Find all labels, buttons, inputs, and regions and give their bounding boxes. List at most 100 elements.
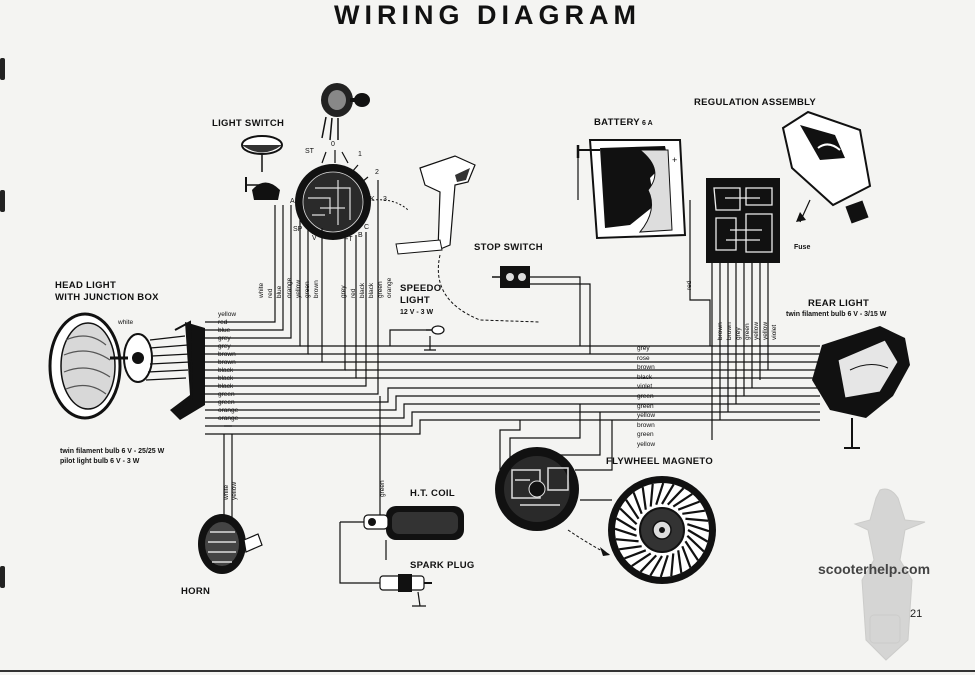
switch-wire-label: orange bbox=[285, 277, 293, 298]
switch-wire-label: green bbox=[304, 281, 311, 298]
terminal-label: K bbox=[370, 196, 375, 203]
horn-wire-label: white bbox=[223, 484, 230, 500]
rear-wire-label: green bbox=[637, 393, 654, 400]
switch-wire-label: black bbox=[358, 282, 366, 298]
fuse-label: Fuse bbox=[794, 244, 811, 251]
terminal-label: C bbox=[364, 224, 370, 231]
head-light-icon bbox=[48, 312, 153, 420]
switch-disc-icon bbox=[295, 150, 409, 240]
switch-wire-label: black bbox=[368, 282, 375, 298]
ht-coil-icon bbox=[340, 506, 464, 560]
head-wire-label: black bbox=[218, 375, 234, 382]
speedo-light-label-line1: SPEEDO bbox=[400, 283, 442, 294]
switch-wire-label: brown bbox=[313, 280, 321, 298]
regulator-wire-label: yellow bbox=[753, 321, 760, 340]
terminal-label: 2 bbox=[375, 169, 379, 176]
coil-wire-label: green bbox=[379, 480, 386, 497]
light-switch-label: LIGHT SWITCH bbox=[212, 118, 285, 129]
flywheel-magneto-label: FLYWHEEL MAGNETO bbox=[606, 456, 714, 467]
battery-spec: 6 A bbox=[642, 120, 653, 127]
rear-light-icon bbox=[812, 326, 910, 449]
watermark-text: scooterhelp.com bbox=[818, 561, 931, 577]
terminal-label: FT bbox=[344, 236, 353, 243]
rear-wire-label: grey bbox=[637, 345, 650, 352]
switch-wire-label: grey bbox=[340, 285, 348, 298]
flywheel-magneto-icon bbox=[608, 476, 716, 584]
stop-switch-icon bbox=[395, 155, 541, 323]
stop-switch-label: STOP SWITCH bbox=[474, 242, 543, 253]
regulator-wire-label: grey bbox=[735, 327, 742, 340]
junction-box-icon bbox=[170, 320, 205, 420]
head-bulb-spec-line1: twin filament bulb 6 V - 25/25 W bbox=[60, 448, 165, 455]
head-wire-label: orange bbox=[218, 415, 239, 422]
speedo-spec: 12 V - 3 W bbox=[400, 309, 434, 316]
wiring-harness bbox=[145, 150, 820, 520]
rear-light-spec: twin filament bulb 6 V - 3/15 W bbox=[786, 311, 887, 318]
regulator-wire-label: violet bbox=[771, 324, 778, 340]
switch-wire-label: red bbox=[349, 288, 357, 298]
head-wire-label: green bbox=[218, 399, 235, 406]
rear-wire-label: black bbox=[637, 373, 653, 381]
head-wire-label: white bbox=[118, 319, 134, 326]
head-wire-label: blue bbox=[218, 327, 231, 334]
switch-wire-label: blue bbox=[276, 285, 284, 298]
speedo-bulb-icon bbox=[424, 325, 445, 351]
horn-wire-label: yellow bbox=[231, 481, 238, 500]
rear-wire-label: violet bbox=[637, 383, 653, 391]
regulator-wire-label: brown bbox=[717, 322, 724, 340]
rear-wire-label: yellow bbox=[637, 441, 656, 448]
terminal-label: 3 bbox=[383, 196, 387, 203]
regulator-wire-label: red bbox=[686, 280, 693, 290]
head-wire-label: orange bbox=[218, 407, 239, 414]
rear-light-label: REAR LIGHT bbox=[808, 298, 870, 309]
terminal-label: V bbox=[312, 235, 317, 242]
battery-label: BATTERY bbox=[594, 117, 640, 128]
regulation-assembly-icon bbox=[781, 110, 872, 224]
horn-icon bbox=[198, 514, 263, 574]
switch-wire-label: white bbox=[258, 282, 265, 298]
head-wire-label: red bbox=[218, 319, 228, 326]
head-wire-label: black bbox=[218, 383, 234, 390]
switch-wire-label: green bbox=[377, 281, 385, 298]
head-wire-label: black bbox=[218, 367, 234, 374]
ignition-switch-icon bbox=[321, 83, 370, 141]
binder-mark bbox=[0, 190, 5, 212]
regulator-wire-label: yellow bbox=[762, 321, 769, 340]
rear-wire-label: green bbox=[637, 402, 654, 410]
horn-label: HORN bbox=[181, 586, 211, 597]
terminal-label: B bbox=[358, 232, 363, 239]
light-switch-icon bbox=[241, 135, 283, 200]
binder-mark bbox=[0, 566, 5, 588]
speedo-light-label-line2: LIGHT bbox=[400, 295, 430, 306]
page-number: 21 bbox=[910, 608, 923, 620]
battery-icon: + bbox=[576, 139, 687, 240]
head-wire-label: green bbox=[218, 391, 235, 398]
head-wire-label: yellow bbox=[218, 311, 237, 318]
rear-wire-label: brown bbox=[637, 421, 655, 429]
switch-wire-label: orange bbox=[386, 277, 394, 298]
spark-plug-label: SPARK PLUG bbox=[410, 560, 475, 571]
regulator-board-icon bbox=[706, 178, 780, 263]
spark-plug-icon bbox=[339, 522, 432, 607]
regulator-wire-label: green bbox=[744, 323, 751, 340]
rear-wire-label: green bbox=[637, 431, 654, 439]
terminal-label: 0 bbox=[331, 141, 335, 148]
terminal-label: 1 bbox=[358, 151, 362, 158]
terminal-label: ST bbox=[305, 148, 314, 155]
head-wire-label: grey bbox=[218, 335, 231, 342]
head-wire-label: grey bbox=[218, 343, 231, 350]
ht-coil-label: H.T. COIL bbox=[410, 488, 455, 499]
head-bulb-spec-line2: pilot light bulb 6 V - 3 W bbox=[60, 458, 140, 465]
terminal-label: SP bbox=[293, 226, 303, 233]
head-wire-label: brown bbox=[218, 351, 236, 358]
binder-mark bbox=[0, 58, 5, 80]
switch-wire-label: red bbox=[267, 288, 275, 298]
regulation-assembly-label: REGULATION ASSEMBLY bbox=[694, 97, 816, 108]
rear-wire-label: brown bbox=[637, 364, 655, 372]
terminal-label: A bbox=[290, 198, 295, 205]
head-light-label-line2: WITH JUNCTION BOX bbox=[55, 292, 159, 303]
rear-wire-label: rose bbox=[637, 354, 650, 362]
head-wire-label: brown bbox=[218, 359, 236, 366]
